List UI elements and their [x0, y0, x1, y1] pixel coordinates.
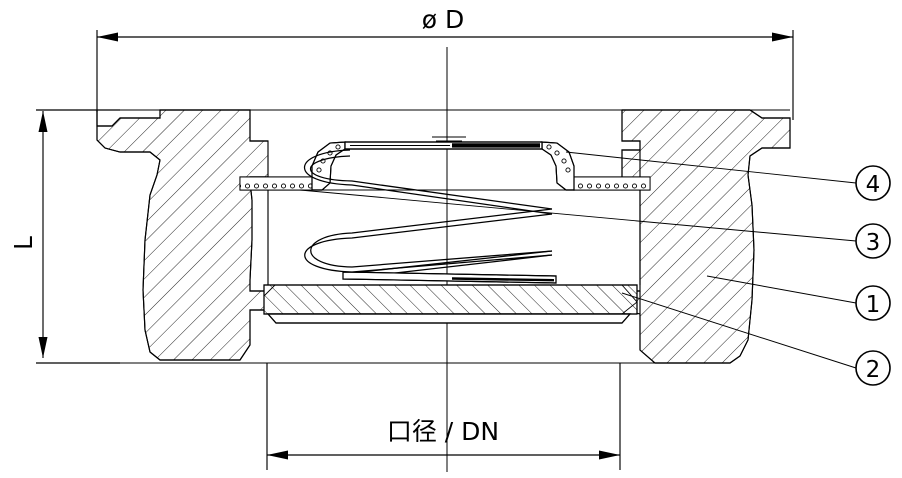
valve-disc-plate — [263, 284, 638, 324]
callout-balloon-2[interactable]: 2 — [855, 350, 891, 386]
callout-number-3: 3 — [866, 230, 881, 256]
callout-circle-2[interactable] — [855, 350, 891, 386]
callout-circle-4[interactable] — [855, 165, 891, 201]
callout-leader-lines — [299, 151, 857, 369]
dimension-label-outer-diameter: ø D — [422, 5, 465, 34]
compression-spring — [304, 149, 557, 284]
callout-circle-1[interactable] — [855, 285, 891, 321]
callout-number-2: 2 — [866, 357, 881, 383]
spring-retainer-seat — [239, 136, 651, 191]
callout-balloon-1[interactable]: 1 — [855, 285, 891, 321]
callout-balloon-3[interactable]: 3 — [855, 223, 891, 259]
callout-number-1: 1 — [866, 292, 881, 318]
callout-circle-3[interactable] — [855, 223, 891, 259]
dimension-outer-diameter: ø D — [96, 5, 794, 120]
dimension-label-length: L — [9, 236, 38, 250]
dimension-label-nominal-bore: 口径 / DN — [387, 417, 499, 446]
chamber-walls — [267, 190, 641, 285]
callout-number-4: 4 — [866, 172, 881, 198]
dimension-nominal-bore: 口径 / DN — [266, 363, 621, 470]
dimension-length: L — [9, 109, 120, 364]
callout-balloon-4[interactable]: 4 — [855, 165, 891, 201]
